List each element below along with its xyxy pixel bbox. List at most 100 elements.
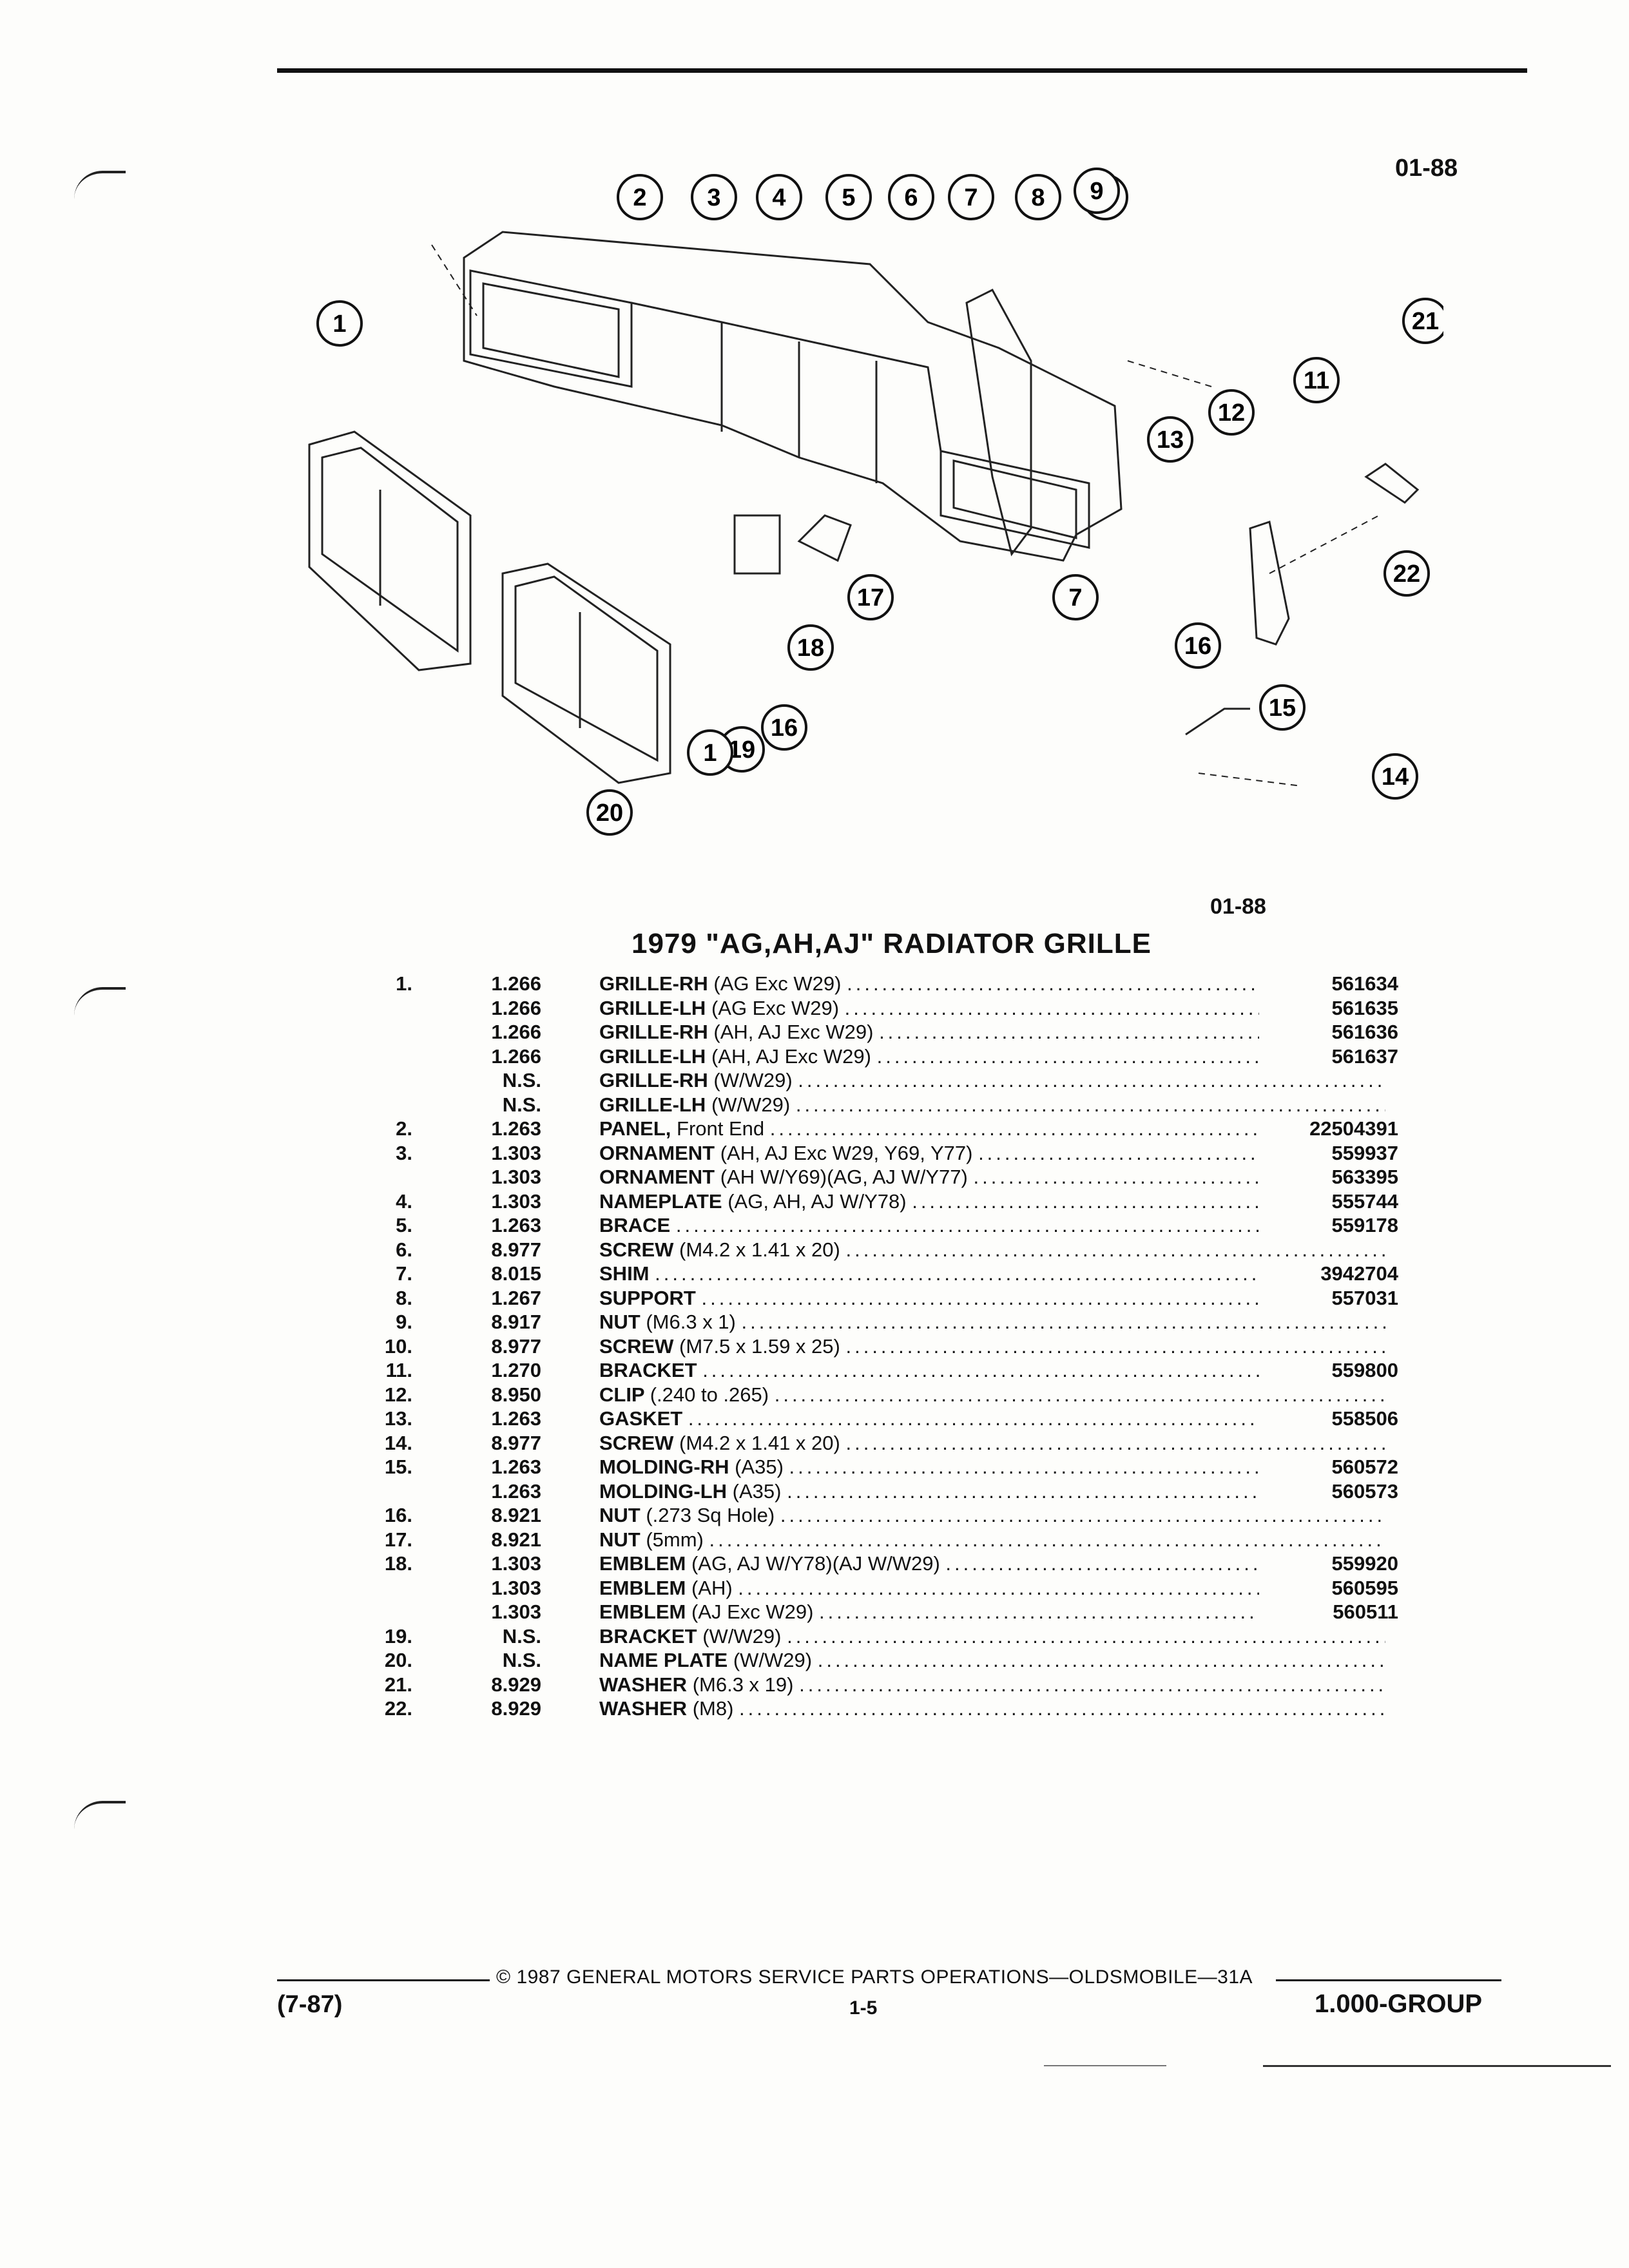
parts-list-row: 19.N.S.BRACKET (W/W29) .................… [361, 1624, 1392, 1649]
part-number: 22504391 [1259, 1117, 1398, 1141]
group-number: 1.266 [491, 1021, 541, 1043]
callout-circle [1208, 389, 1255, 436]
item-number: 1. [396, 972, 412, 995]
part-number: 560511 [1259, 1600, 1398, 1624]
part-name: SCREW [599, 1334, 674, 1358]
callout-number: 7 [964, 184, 978, 211]
group-number: 8.929 [491, 1697, 541, 1720]
part-name: NUT [599, 1528, 641, 1551]
part-qualifier: Front End [677, 1117, 765, 1140]
part-name: BRACKET [599, 1624, 697, 1648]
group-number: 1.303 [491, 1166, 541, 1188]
group-number: 1.263 [491, 1214, 541, 1236]
callout-number: 4 [772, 184, 786, 211]
margin-mark [74, 1801, 126, 1829]
part-name: NUT [599, 1504, 641, 1526]
callout-circle [1074, 168, 1120, 214]
part-qualifier: (W/W29) [702, 1624, 782, 1648]
callout-number: 3 [707, 184, 720, 211]
group-number: 1.303 [491, 1141, 541, 1164]
leader-dots: ........................................… [798, 1069, 1385, 1091]
group-number: 1.270 [491, 1359, 541, 1381]
part-description: NUT (.273 Sq Hole) .....................… [599, 1503, 1385, 1528]
item-number: 4. [396, 1189, 412, 1213]
group-number: 8.921 [491, 1528, 541, 1551]
callout-number: 11 [1304, 367, 1329, 394]
grille-panel-drawing [308, 231, 1420, 784]
page-title: 1979 "AG,AH,AJ" RADIATOR GRILLE [631, 928, 1152, 959]
part-name: GRILLE-RH [599, 1069, 708, 1091]
part-qualifier: (A35) [732, 1479, 782, 1503]
part-qualifier: (W/W29) [711, 1093, 791, 1116]
part-name: BRACE [599, 1214, 671, 1236]
leader-dots: ........................................… [780, 1504, 1385, 1526]
callout-circle [687, 729, 733, 776]
part-qualifier: (M7.5 x 1.59 x 25) [679, 1334, 840, 1358]
part-number: 561635 [1259, 995, 1398, 1020]
callout-circle [1372, 753, 1418, 800]
item-number: 3. [396, 1141, 412, 1164]
group-number: N.S. [502, 1624, 541, 1648]
group-number: 1.263 [491, 1456, 541, 1478]
item-number: 18. [384, 1552, 412, 1575]
leader-dots: ........................................… [799, 1673, 1385, 1696]
group-number: 1.266 [491, 972, 541, 995]
part-description: NUT (5mm) ..............................… [599, 1528, 1385, 1552]
callout-number: 20 [596, 800, 623, 827]
item-number: 17. [384, 1528, 412, 1551]
callout-circle [888, 174, 934, 220]
part-description: WASHER (M6.3 x 19) .....................… [599, 1673, 1385, 1697]
leader-dots: ........................................… [845, 1431, 1385, 1454]
item-number: 5. [396, 1214, 412, 1236]
part-number: 561637 [1259, 1044, 1398, 1068]
part-description: NAME PLATE (W/W29) .....................… [599, 1648, 1385, 1673]
exploded-parts-diagram: 1234567891011121314151617181920212217916 [308, 168, 1443, 836]
part-number: 560595 [1259, 1575, 1398, 1600]
group-number: 8.917 [491, 1311, 541, 1333]
part-qualifier: (AG, AJ W/Y78)(AJ W/W29) [691, 1552, 940, 1575]
part-name: GRILLE-LH [599, 996, 706, 1019]
callout-number: 5 [842, 184, 855, 211]
callout-circle [1147, 416, 1193, 463]
callout-circle [1293, 357, 1340, 403]
part-number: 559920 [1259, 1552, 1398, 1576]
item-number: 19. [384, 1624, 412, 1648]
group-number: N.S. [502, 1069, 541, 1091]
item-number: 2. [396, 1117, 412, 1140]
part-description: SCREW (M4.2 x 1.41 x 20) ...............… [599, 1238, 1385, 1262]
part-name: PANEL, [599, 1117, 671, 1140]
callout-number: 12 [1218, 399, 1245, 427]
leader-dots: ........................................… [795, 1093, 1385, 1116]
part-name: BRACKET [599, 1359, 697, 1381]
callout-circle [691, 174, 737, 220]
part-name: GASKET [599, 1407, 683, 1430]
item-number: 13. [384, 1407, 412, 1430]
leader-dots: ........................................… [817, 1649, 1385, 1671]
callout-circle [1175, 622, 1221, 669]
item-number: 21. [384, 1673, 412, 1696]
part-number: 557031 [1259, 1285, 1398, 1310]
part-name: SCREW [599, 1431, 674, 1454]
part-qualifier: (AG Exc W29) [713, 972, 842, 995]
callout-circle [825, 174, 872, 220]
callout-number: 16 [1184, 633, 1211, 660]
leader-dots: ........................................… [845, 1238, 1385, 1261]
part-name: GRILLE-LH [599, 1044, 706, 1068]
part-description: SCREW (M7.5 x 1.59 x 25) ...............… [599, 1334, 1385, 1359]
callout-number: 7 [1068, 584, 1082, 611]
callout-number: 8 [1031, 184, 1045, 211]
part-description: NUT (M6.3 x 1) .........................… [599, 1310, 1385, 1334]
part-qualifier: (A35) [735, 1456, 784, 1478]
part-qualifier: (M4.2 x 1.41 x 20) [679, 1431, 840, 1454]
